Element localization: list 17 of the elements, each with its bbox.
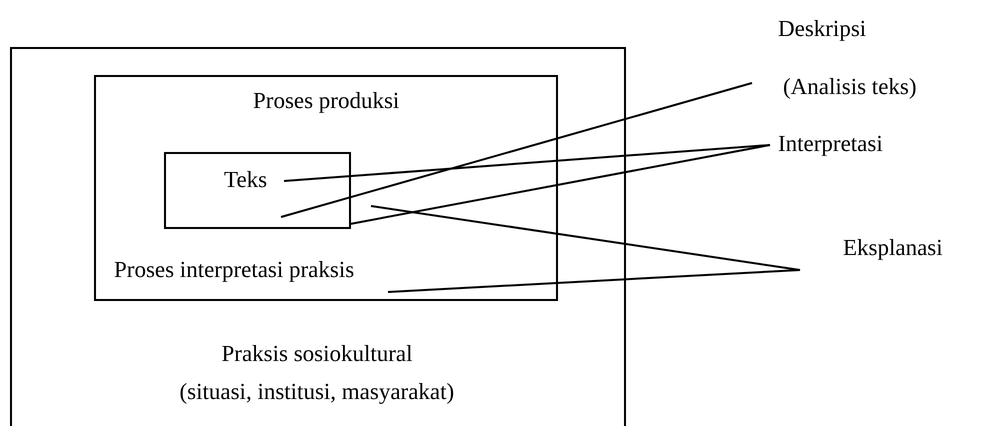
leader-line	[280, 82, 752, 218]
callout-label: (Analisis teks)	[783, 74, 917, 100]
outer-box	[10, 47, 626, 426]
leader-line	[388, 269, 800, 293]
box-label: (situasi, institusi, masyarakat)	[180, 379, 454, 404]
callout-label: Interpretasi	[778, 131, 883, 156]
leader-line	[370, 205, 800, 271]
box-label: Proses produksi	[253, 88, 400, 114]
leader-line	[350, 144, 770, 225]
box-label: Teks	[224, 167, 268, 192]
leader-line	[284, 144, 770, 182]
callout-label: Deskripsi	[778, 16, 866, 42]
callout-label: Eksplanasi	[843, 235, 943, 260]
process-box	[94, 75, 558, 301]
text-box	[164, 152, 351, 229]
box-label: Praksis sosiokultural	[222, 341, 413, 366]
box-label: Proses interpretasi praksis	[114, 257, 354, 282]
